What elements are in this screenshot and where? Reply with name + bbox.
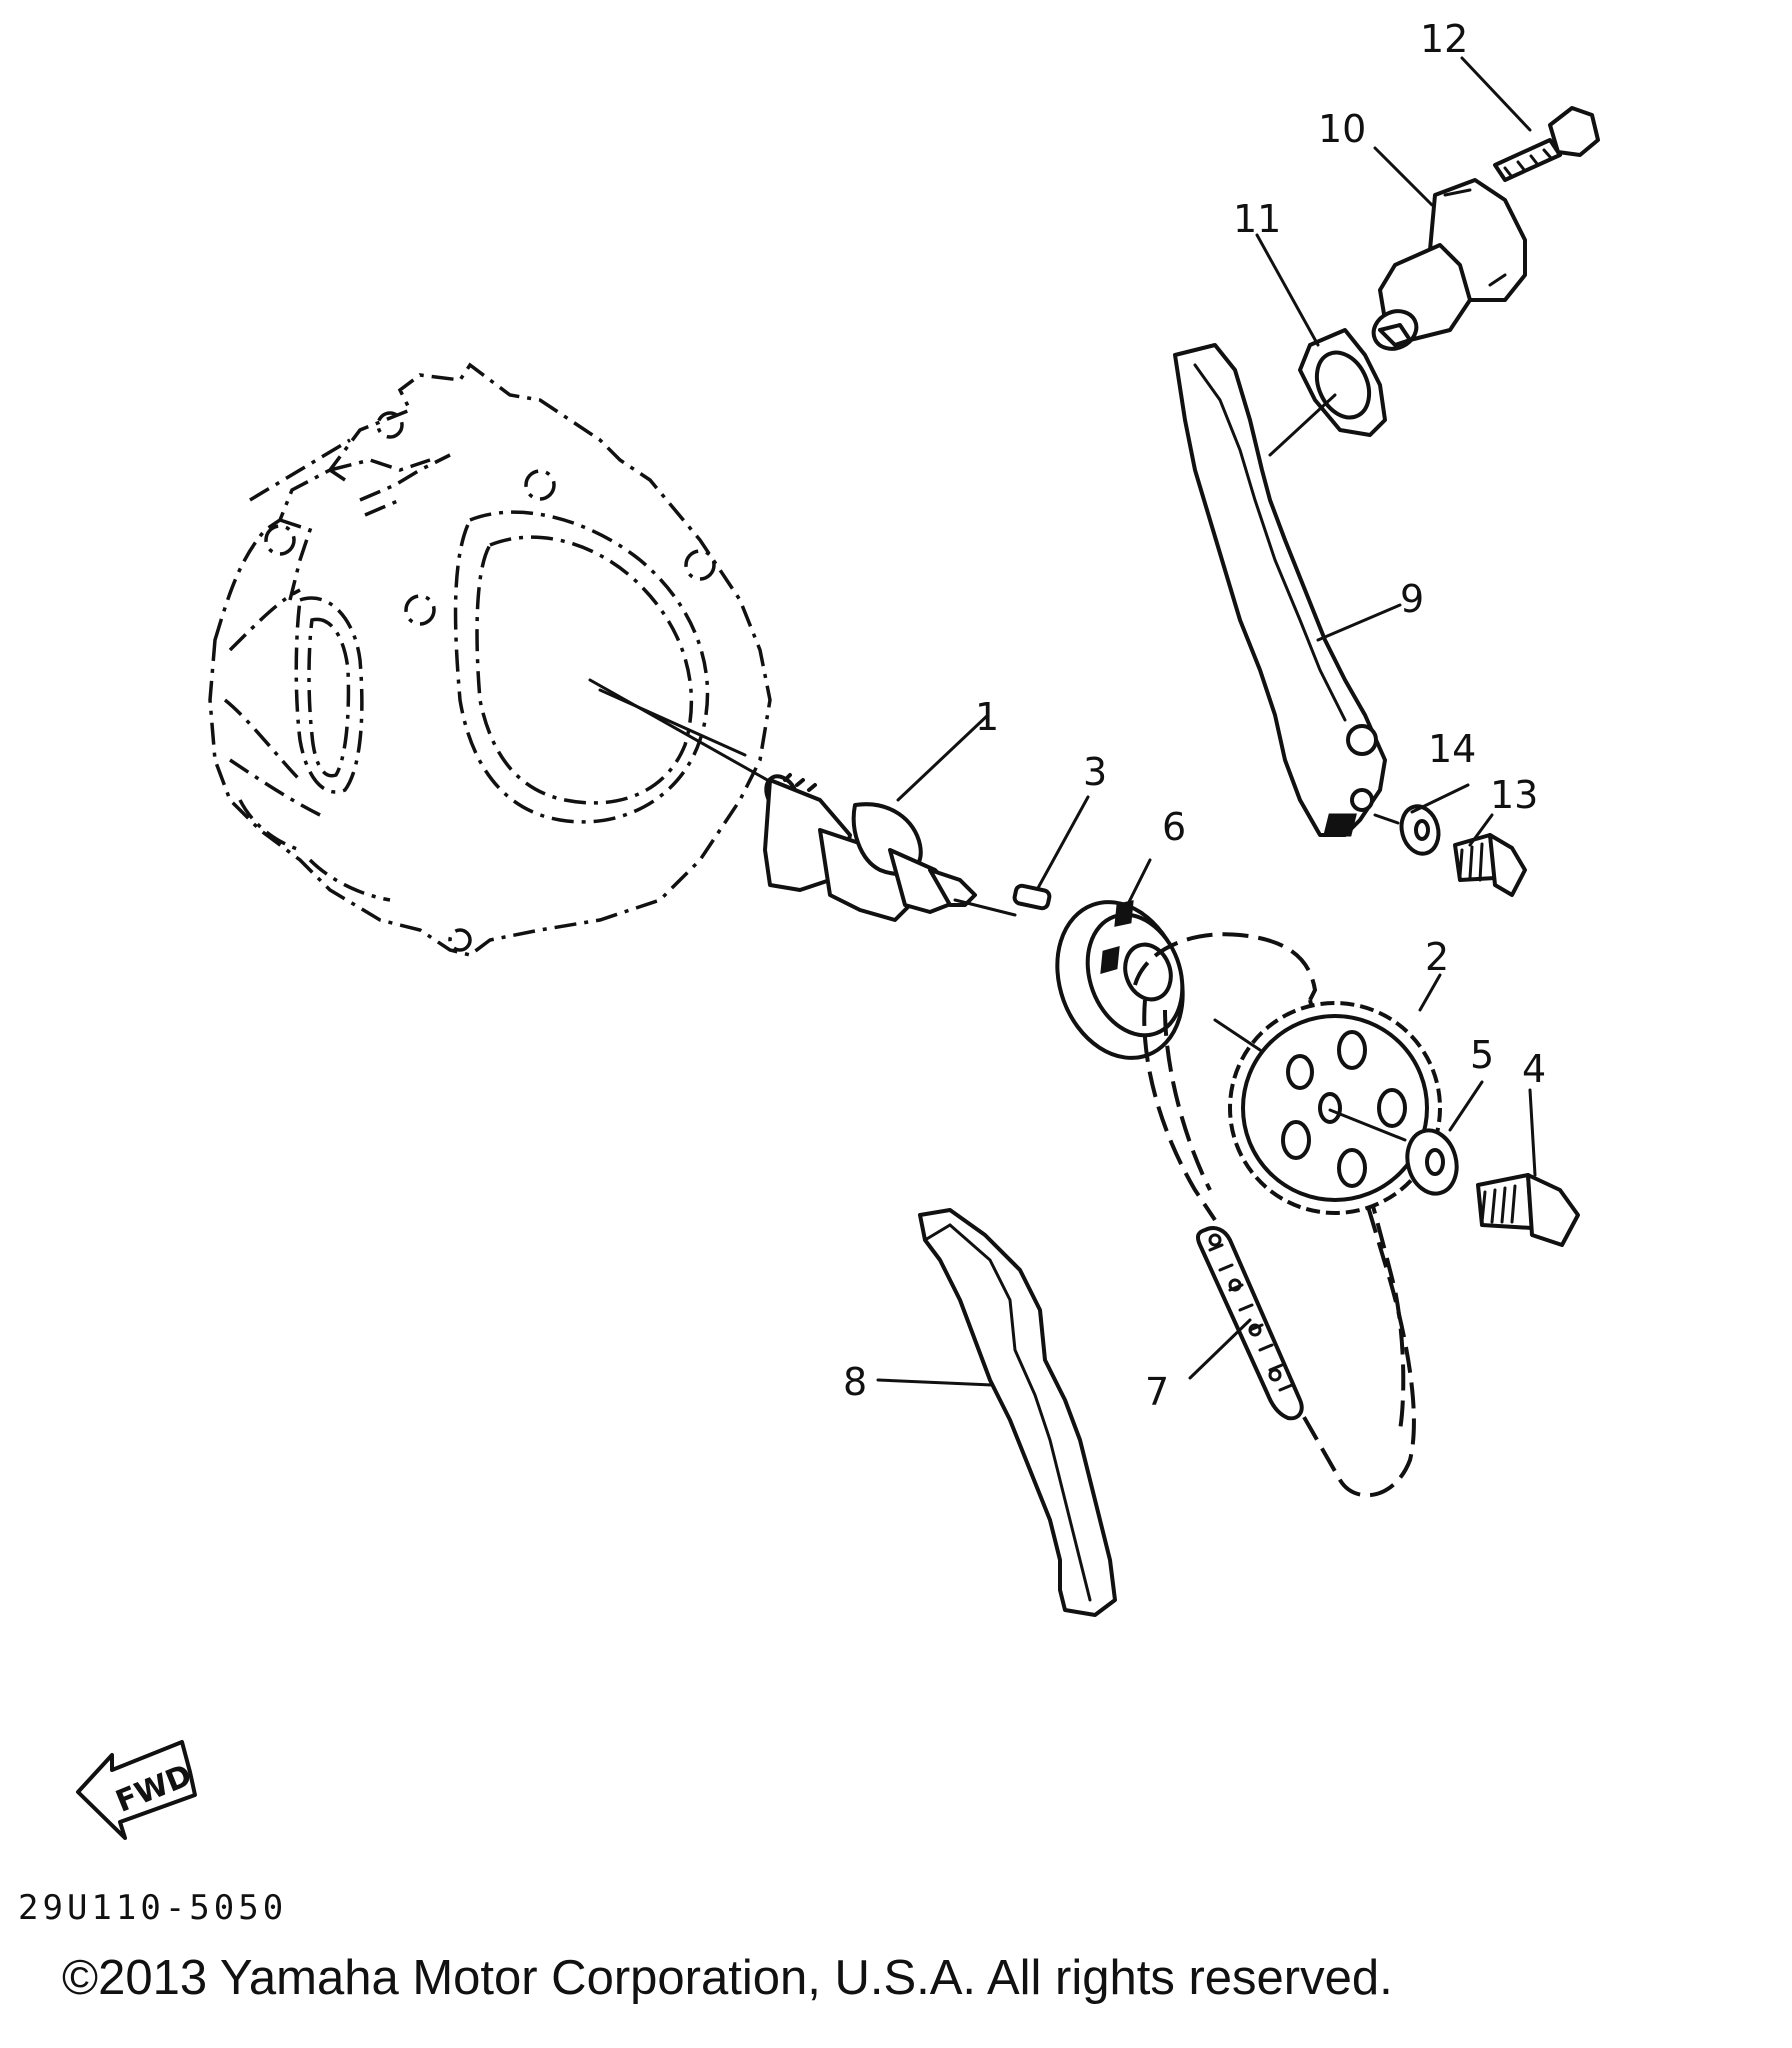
- callout-3: 3: [1083, 750, 1107, 794]
- chain-guide-lower: [918, 1208, 1117, 1617]
- dowel-pin: [1012, 883, 1052, 911]
- callout-8: 8: [843, 1360, 867, 1404]
- callout-7: 7: [1145, 1370, 1169, 1414]
- chain-guide-upper: [1173, 343, 1387, 837]
- leader-lines: [598, 56, 1537, 1387]
- callout-4: 4: [1522, 1047, 1546, 1091]
- callout-1: 1: [975, 695, 999, 739]
- callout-14: 14: [1428, 727, 1476, 771]
- callout-13: 13: [1490, 773, 1538, 817]
- guide-bolt: [1453, 833, 1527, 897]
- decompression-plate: [1055, 900, 1185, 1060]
- camshaft: [588, 678, 1017, 922]
- callout-numbers: 1 2 3 4 5 6 7 8 9 10 11 12 13 14: [843, 17, 1546, 1414]
- guide-washer: [1373, 804, 1441, 856]
- cylinder-head-outline: [208, 362, 772, 957]
- callout-6: 6: [1162, 805, 1186, 849]
- tensioner-gasket: [1268, 328, 1387, 457]
- callout-10: 10: [1318, 107, 1366, 151]
- sprocket-bolt: [1476, 1173, 1580, 1247]
- copyright-notice: ©2013 Yamaha Motor Corporation, U.S.A. A…: [62, 1951, 1393, 2005]
- tensioner-bolt: [1493, 106, 1600, 182]
- callout-12: 12: [1420, 17, 1468, 61]
- diagram-reference-code: 29U110-5050: [18, 1888, 288, 1928]
- washer: [1405, 1128, 1459, 1196]
- cam-chain-tensioner: [1371, 178, 1527, 351]
- callout-2: 2: [1425, 935, 1449, 979]
- callout-9: 9: [1400, 577, 1424, 621]
- callout-5: 5: [1470, 1033, 1494, 1077]
- cam-chain: [1195, 1226, 1304, 1421]
- callout-11: 11: [1233, 197, 1281, 241]
- cam-sprocket: [1213, 1001, 1442, 1215]
- fwd-arrow-icon: FWD: [76, 1740, 197, 1840]
